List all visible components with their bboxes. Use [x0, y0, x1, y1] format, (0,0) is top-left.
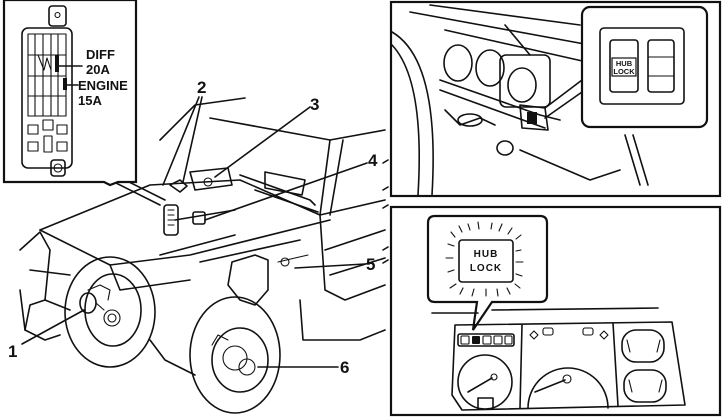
- right-lower-gauge: [623, 369, 667, 403]
- vehicle-illustration: [19, 97, 386, 414]
- fuse-box-inset: DIFF 20A ENGINE 15A: [2, 0, 138, 187]
- switch-zoom-bubble: [580, 5, 709, 129]
- callout-6: 6: [340, 358, 349, 377]
- callout-2: 2: [197, 78, 206, 97]
- callout-3: 3: [310, 95, 319, 114]
- hub-lock-indicator-line2: LOCK: [470, 263, 502, 274]
- instrument-cluster-inset: HUB LOCK: [389, 205, 722, 417]
- hub-lock-switch-label-line1: HUB: [616, 59, 633, 68]
- hub-lock-indicator-line1: HUB: [474, 249, 499, 260]
- fuse-engine-rating: 15A: [78, 93, 102, 108]
- hub-lock-indicator-bubble: [426, 214, 549, 331]
- callout-5: 5: [366, 255, 375, 274]
- callout-4: 4: [368, 151, 378, 170]
- speedometer: [527, 367, 609, 409]
- right-upper-gauge: [621, 329, 665, 363]
- fuse-diff-20a: [55, 55, 59, 72]
- blank-switch: [647, 39, 675, 93]
- fuse-box-mount-tab-top: [48, 5, 67, 27]
- callouts: 2 3 4 5 6 1: [8, 78, 378, 377]
- fuse-box-body: [21, 27, 73, 169]
- callout-1: 1: [8, 342, 17, 361]
- indicator-glow-rays: [445, 221, 524, 297]
- fuse-box-mount-tab-bottom: [50, 159, 66, 177]
- hub-lock-indicator-lamp: [458, 239, 514, 283]
- fuse-diff-name: DIFF: [86, 47, 115, 62]
- fuse-engine-15a: [63, 78, 67, 90]
- left-gauge: [457, 354, 513, 410]
- fuse-diff-rating: 20A: [86, 62, 110, 77]
- hub-lock-switch-label-line2: LOCK: [613, 67, 635, 76]
- dashboard-switch-inset: HUB LOCK: [389, 0, 722, 198]
- hub-lock-switch: [609, 39, 639, 93]
- hub-lock-lamp-lit: [472, 336, 480, 344]
- fuse-engine-name: ENGINE: [78, 78, 128, 93]
